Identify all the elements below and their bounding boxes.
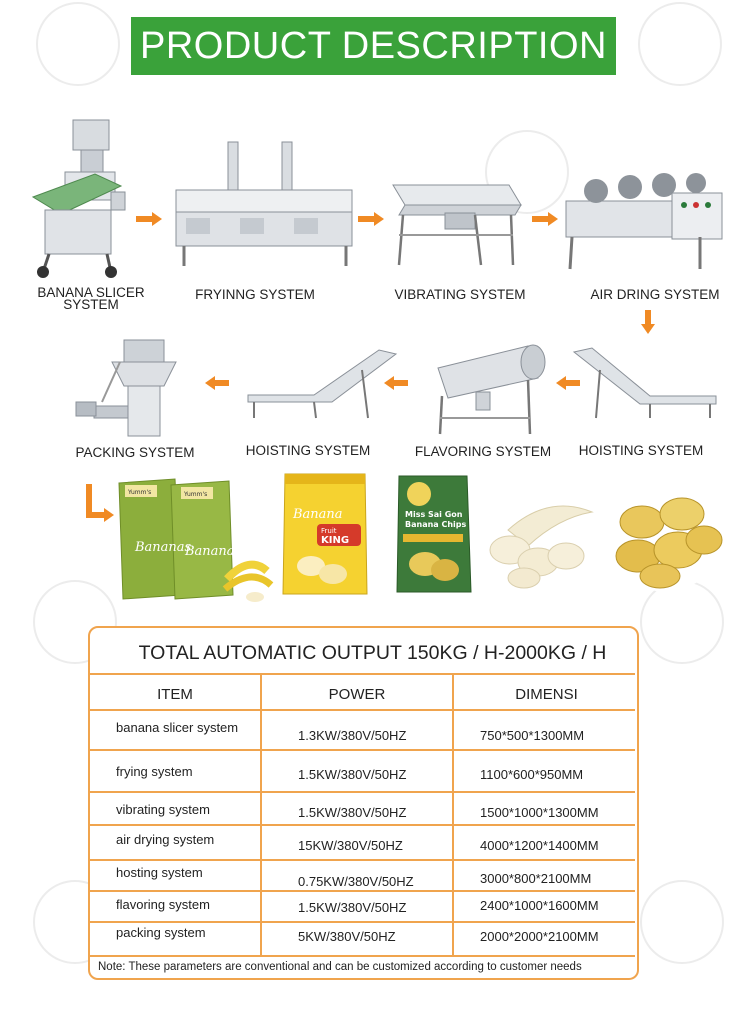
- table-divider: [90, 709, 635, 711]
- watermark: [36, 2, 120, 86]
- step-label: PACKING SYSTEM: [75, 445, 195, 460]
- step-label: VIBRATING SYSTEM: [394, 287, 526, 302]
- table-divider: [90, 791, 635, 793]
- svg-text:Fruit: Fruit: [321, 527, 337, 535]
- arrow-left-icon: [205, 376, 215, 390]
- svg-text:Banana Chips: Banana Chips: [405, 520, 467, 529]
- svg-text:Miss Sai Gon: Miss Sai Gon: [405, 510, 463, 519]
- table-divider: [90, 890, 635, 892]
- page-title: PRODUCT DESCRIPTION: [131, 17, 616, 75]
- table-cell-dimension: 4000*1200*1400MM: [480, 838, 599, 853]
- step-label: BANANA SLICER SYSTEM: [36, 285, 146, 312]
- flavoring-drum-image: [437, 344, 546, 435]
- vibrating-system-image: [392, 184, 522, 266]
- watermark: [33, 580, 117, 664]
- hoisting-conveyor-image: [572, 347, 717, 419]
- step-label: AIR DRING SYSTEM: [590, 287, 720, 302]
- table-cell-power: 0.75KW/380V/50HZ: [298, 874, 414, 889]
- step-label: FLAVORING SYSTEM: [414, 444, 552, 459]
- table-header-dimension: DIMENSI: [515, 686, 578, 703]
- table-cell-power: 1.5KW/380V/50HZ: [298, 805, 407, 820]
- arrow-shaft: [358, 216, 374, 222]
- table-cell-power: 5KW/380V/50HZ: [298, 929, 396, 944]
- table-cell-dimension: 1500*1000*1300MM: [480, 805, 599, 820]
- arrow-right-icon: [374, 212, 384, 226]
- table-cell-item: air drying system: [116, 832, 215, 847]
- svg-text:Bananas: Bananas: [134, 540, 192, 555]
- table-cell-item: frying system: [116, 764, 193, 779]
- table-cell-item: vibrating system: [116, 802, 210, 817]
- arrow-right-icon: [548, 212, 558, 226]
- table-divider: [452, 673, 454, 955]
- step-label-line: BANANA SLICER: [37, 285, 145, 300]
- table-cell-item: flavoring system: [116, 897, 210, 912]
- spec-table: TOTAL AUTOMATIC OUTPUT 150KG / H-2000KG …: [88, 626, 639, 980]
- table-divider: [260, 673, 262, 955]
- table-header-item: ITEM: [157, 686, 193, 703]
- watermark: [638, 2, 722, 86]
- table-cell-item: packing system: [116, 925, 206, 940]
- table-header-power: POWER: [328, 686, 386, 703]
- arrow-right-icon: [104, 508, 114, 522]
- svg-text:Bananas: Bananas: [184, 544, 242, 559]
- table-cell-power: 1.5KW/380V/50HZ: [298, 767, 407, 782]
- arrow-shaft: [86, 512, 106, 518]
- svg-text:Banana: Banana: [292, 507, 343, 522]
- svg-text:KING: KING: [321, 535, 349, 546]
- table-cell-item: banana slicer system: [116, 720, 239, 735]
- table-divider: [90, 859, 635, 861]
- watermark: [640, 580, 724, 664]
- packing-system-image: [75, 339, 177, 437]
- svg-text:Yumm's: Yumm's: [183, 491, 207, 498]
- arrow-shaft: [136, 216, 152, 222]
- miss-sai-gon-bag-image: Miss Sai Gon Banana Chips: [396, 475, 472, 593]
- table-divider: [90, 673, 635, 675]
- step-label-line: SYSTEM: [63, 297, 119, 312]
- arrow-right-icon: [152, 212, 162, 226]
- hoisting-conveyor-image: [247, 349, 398, 419]
- arrow-down-icon: [641, 324, 655, 334]
- step-label: HOISTING SYSTEM: [245, 443, 371, 458]
- banana-chips-image: [612, 484, 723, 592]
- table-divider: [90, 749, 635, 751]
- step-label: FRYINNG SYSTEM: [195, 287, 315, 302]
- table-divider: [90, 921, 635, 923]
- table-cell-dimension: 2000*2000*2100MM: [480, 929, 599, 944]
- arrow-left-icon: [556, 376, 566, 390]
- fruit-king-bag-image: Banana Fruit KING: [282, 473, 368, 595]
- table-title: TOTAL AUTOMATIC OUTPUT 150KG / H-2000KG …: [138, 642, 607, 664]
- table-divider: [90, 955, 635, 957]
- table-cell-power: 1.3KW/380V/50HZ: [298, 728, 407, 743]
- table-cell-dimension: 3000*800*2100MM: [480, 871, 592, 886]
- table-cell-dimension: 2400*1000*1600MM: [480, 898, 599, 913]
- table-divider: [90, 824, 635, 826]
- step-label: HOISTING SYSTEM: [578, 443, 704, 458]
- table-cell-power: 15KW/380V/50HZ: [298, 838, 403, 853]
- arrow-shaft: [645, 310, 651, 324]
- watermark: [485, 130, 569, 214]
- arrow-shaft: [215, 380, 229, 386]
- table-cell-dimension: 750*500*1300MM: [480, 728, 585, 743]
- banana-slicer-image: [31, 119, 126, 278]
- table-cell-dimension: 1100*600*950MM: [480, 767, 584, 782]
- banana-slices-image: [489, 505, 594, 589]
- arrow-shaft: [394, 380, 408, 386]
- watermark: [640, 880, 724, 964]
- table-cell-power: 1.5KW/380V/50HZ: [298, 900, 407, 915]
- air-drying-system-image: [565, 173, 723, 270]
- table-note: Note: These parameters are conventional …: [98, 961, 582, 973]
- arrow-left-icon: [384, 376, 394, 390]
- table-cell-item: hosting system: [116, 865, 203, 880]
- arrow-shaft: [566, 380, 580, 386]
- svg-text:Yumm's: Yumm's: [127, 489, 151, 496]
- banana-bag-product-image: Bananas Bananas Yumm's Yumm's: [118, 478, 274, 602]
- frying-system-image: [175, 141, 353, 266]
- arrow-shaft: [86, 484, 92, 516]
- arrow-shaft: [532, 216, 548, 222]
